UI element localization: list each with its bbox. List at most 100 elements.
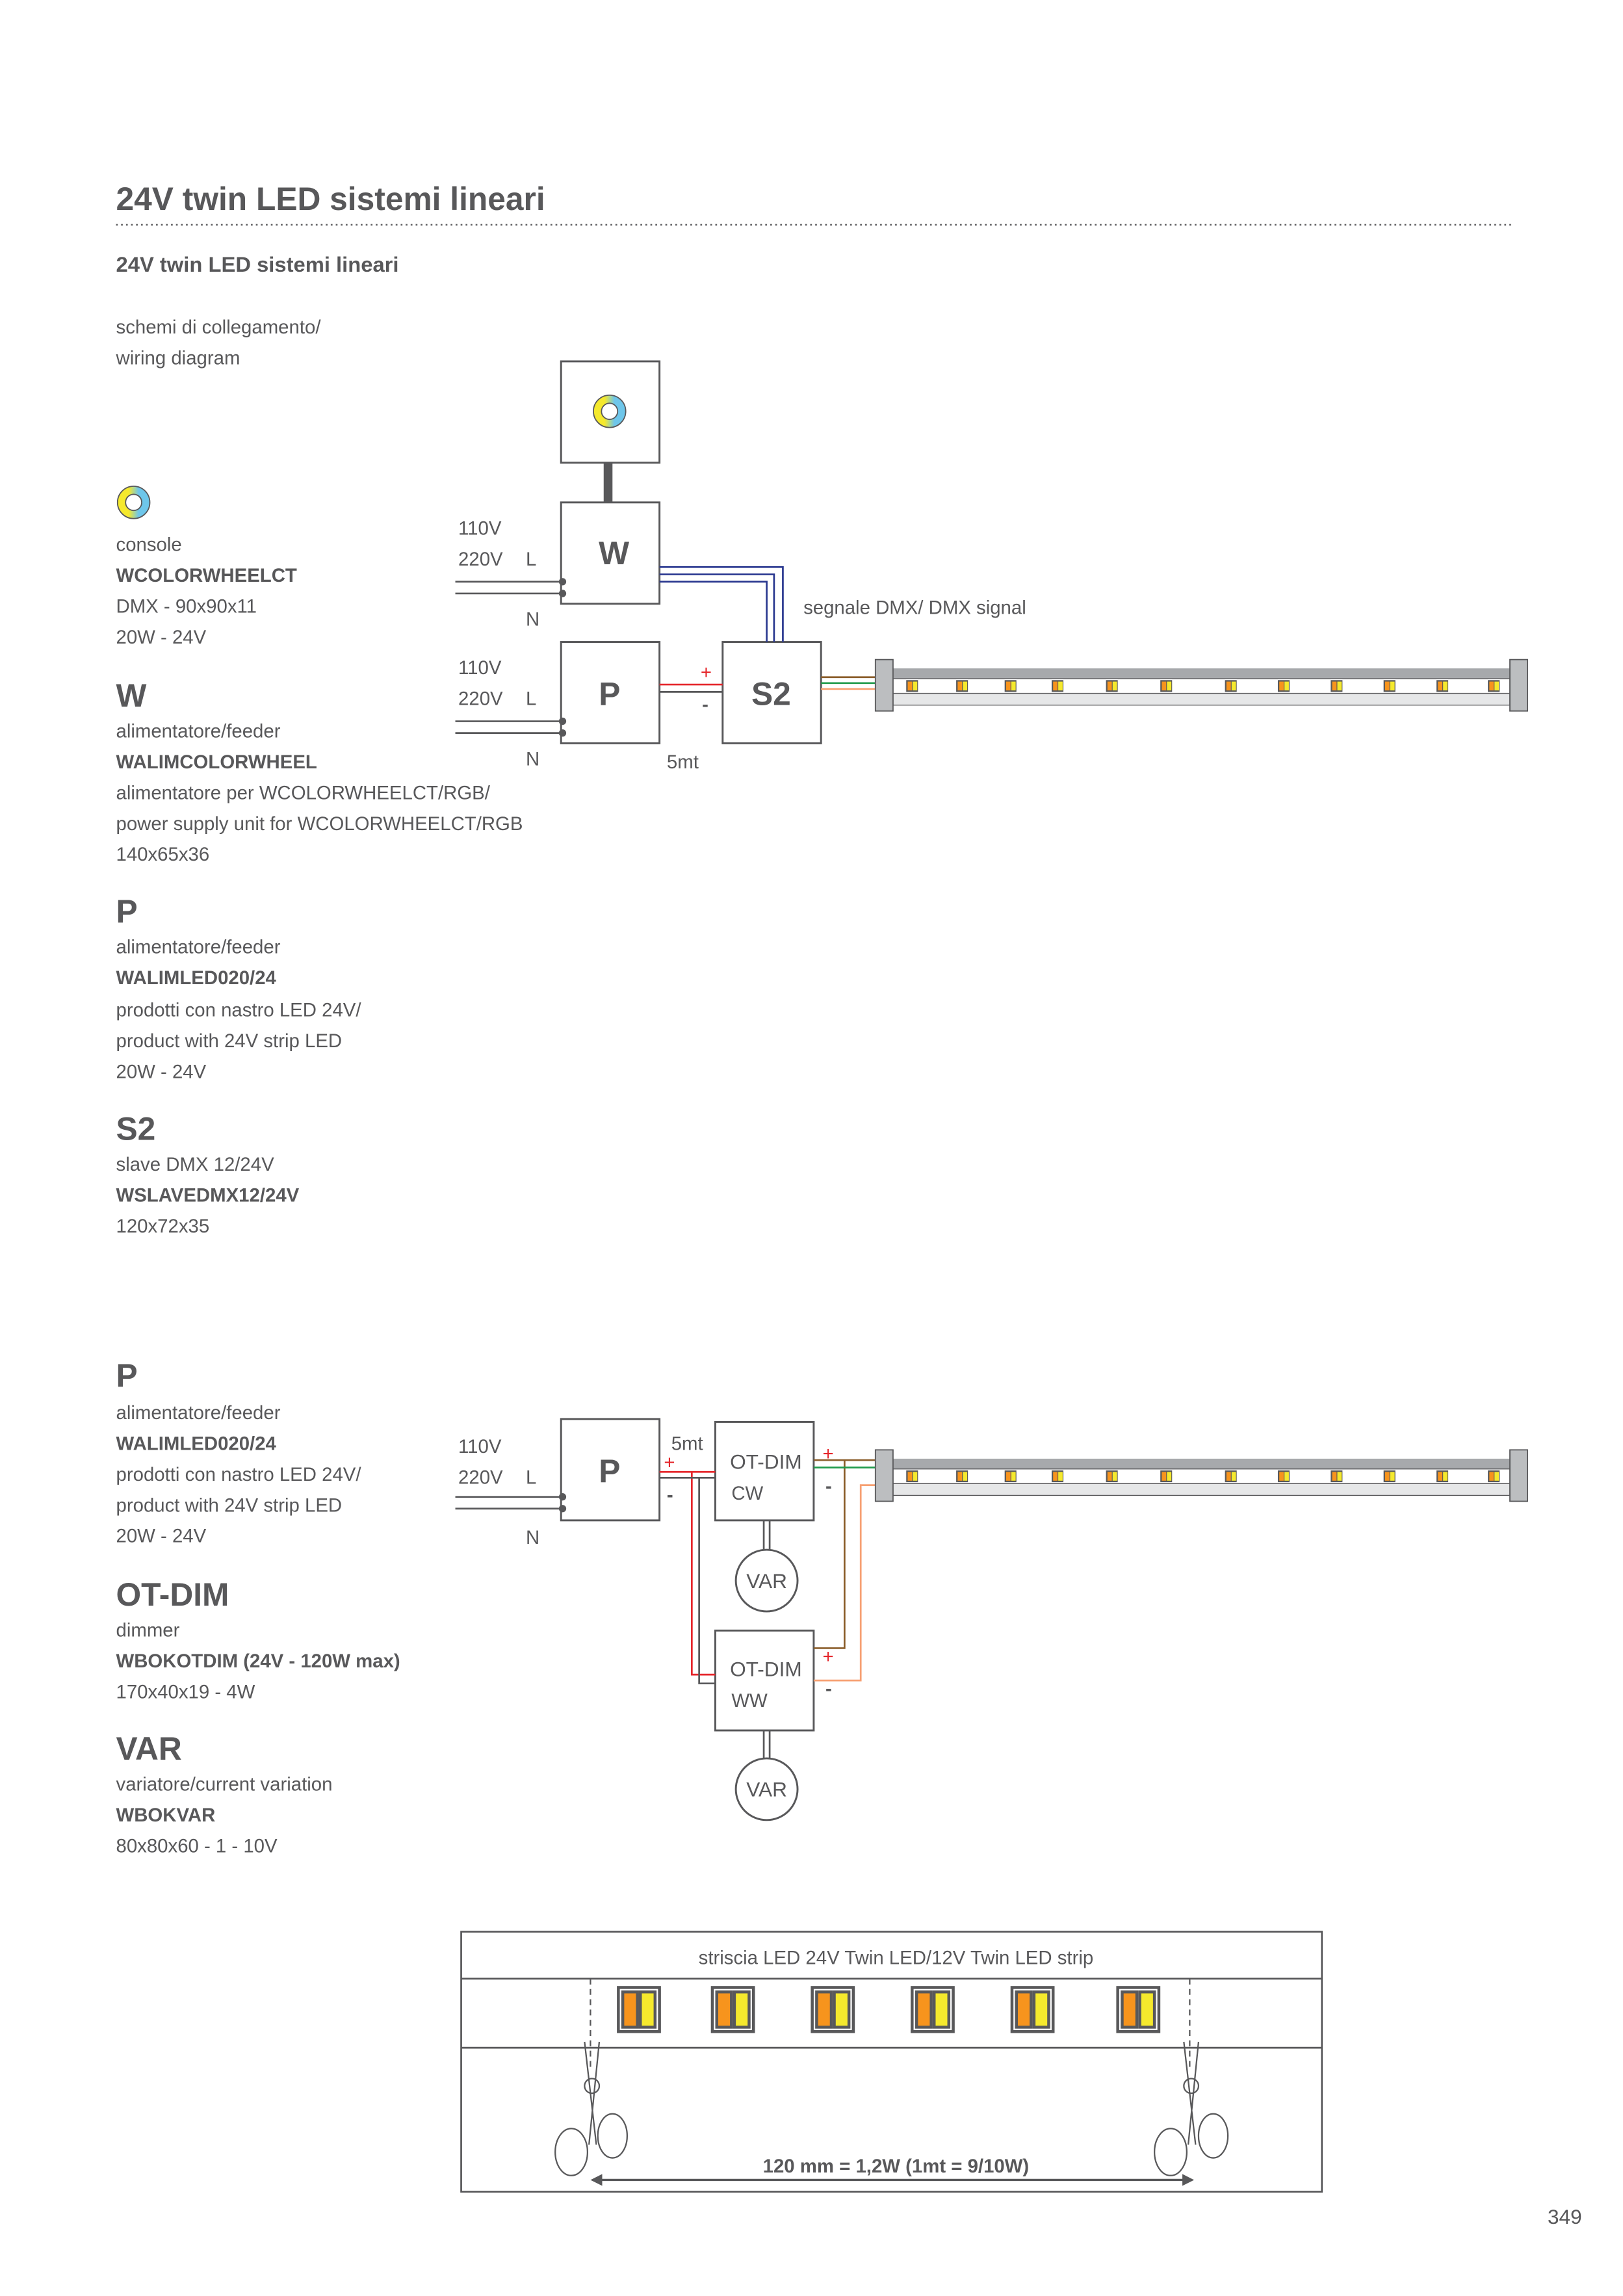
colorwheel-icon [593,394,627,428]
svg-text:power supply unit for WCOLORWH: power supply unit for WCOLORWHEELCT/RGB [116,813,523,835]
svg-text:slave DMX 12/24V: slave DMX 12/24V [116,1154,275,1175]
strip-top-bar [892,668,1511,679]
svg-text:20W - 24V: 20W - 24V [116,627,207,648]
colorwheel-icon [116,486,151,519]
svg-text:+: + [822,1443,833,1465]
svg-text:WBOKOTDIM (24V - 120W max): WBOKOTDIM (24V - 120W max) [116,1650,400,1672]
svg-text:alimentatore/feeder: alimentatore/feeder [116,720,281,742]
svg-text:console: console [116,534,182,555]
strip-end-cap [874,1449,894,1502]
svg-text:P: P [599,1453,620,1489]
legend2-p: P alimentatore/feeder WALIMLED020/24 pro… [116,1357,362,1547]
svg-text:OT-DIM: OT-DIM [730,1450,802,1474]
var-cw [734,1548,799,1613]
svg-text:110V: 110V [458,657,502,679]
svg-text:OT-DIM: OT-DIM [116,1576,229,1613]
svg-text:product with 24V strip LED: product with 24V strip LED [116,1494,343,1516]
svg-text:110V: 110V [458,1436,502,1457]
dmx-wires [659,566,784,642]
legend-w: W alimentatore/feeder WALIMCOLORWHEEL al… [116,677,523,865]
otdim-ww-box [714,1629,815,1732]
svg-text:140x65x36: 140x65x36 [116,844,210,865]
svg-text:WSLAVEDMX12/24V: WSLAVEDMX12/24V [116,1184,300,1206]
svg-text:P: P [116,1357,138,1394]
svg-text:VAR: VAR [746,1778,787,1801]
svg-text:WALIMLED020/24: WALIMLED020/24 [116,1433,277,1454]
svg-text:product with 24V strip LED: product with 24V strip LED [116,1030,343,1052]
svg-text:+: + [664,1452,675,1474]
svg-text:P: P [599,676,620,712]
strip-led-row [892,678,1511,694]
svg-text:-: - [825,1476,832,1497]
strip-end-cap [1509,1449,1529,1502]
svg-text:segnale DMX/ DMX signal: segnale DMX/ DMX signal [803,597,1026,619]
strip-bottom-bar [892,1483,1511,1496]
w-box [560,501,661,605]
svg-text:WBOKVAR: WBOKVAR [116,1805,216,1826]
p-box [560,1418,661,1522]
svg-text:S2: S2 [751,676,791,712]
svg-text:+: + [822,1646,833,1667]
led-strip-1 [874,659,1529,712]
svg-text:VAR: VAR [116,1730,182,1767]
legend2-var: VAR variatore/current variation WBOKVAR … [116,1730,333,1857]
svg-text:-: - [825,1678,832,1700]
svg-text:alimentatore/feeder: alimentatore/feeder [116,937,281,958]
strip-title: striscia LED 24V Twin LED/12V Twin LED s… [699,1947,1094,1968]
led-strip-2 [874,1449,1529,1502]
strip-measure: 120 mm = 1,2W (1mt = 9/10W) [763,2156,1030,2177]
strip-top-bar [892,1458,1511,1469]
wiring-diagram-2: P 110V 220V L N 5mt + - OT-DIM CW OT-DIM… [455,1418,1529,1821]
svg-text:-: - [667,1484,673,1506]
legend2-otdim: OT-DIM dimmer WBOKOTDIM (24V - 120W max)… [116,1576,400,1702]
intro-line-2: wiring diagram [116,347,240,369]
svg-text:20W - 24V: 20W - 24V [116,1062,207,1083]
legend-p: P alimentatore/feeder WALIMLED020/24 pro… [116,893,362,1083]
svg-text:dimmer: dimmer [116,1619,180,1641]
svg-text:+: + [701,662,712,683]
svg-text:170x40x19 - 4W: 170x40x19 - 4W [116,1681,255,1702]
svg-text:P: P [116,893,138,930]
svg-text:WCOLORWHEELCT: WCOLORWHEELCT [116,565,297,586]
svg-text:WALIMCOLORWHEEL: WALIMCOLORWHEEL [116,751,317,773]
svg-text:120x72x35: 120x72x35 [116,1216,210,1237]
svg-text:80x80x60 - 1 - 10V: 80x80x60 - 1 - 10V [116,1836,278,1857]
svg-text:variatore/current variation: variatore/current variation [116,1774,333,1795]
strip-bottom-bar [892,692,1511,706]
page-number: 349 [1548,2205,1582,2228]
svg-text:5mt: 5mt [667,751,699,773]
svg-text:110V: 110V [458,518,502,540]
svg-text:prodotti con nastro LED 24V/: prodotti con nastro LED 24V/ [116,1464,362,1485]
svg-text:L: L [526,688,536,710]
console-connector [603,462,613,502]
svg-text:N: N [526,609,539,631]
svg-text:L: L [526,1467,536,1488]
svg-text:prodotti con nastro LED 24V/: prodotti con nastro LED 24V/ [116,1000,362,1021]
svg-text:L: L [526,549,536,570]
var-ww [734,1757,799,1821]
svg-text:20W - 24V: 20W - 24V [116,1526,207,1547]
svg-text:WALIMLED020/24: WALIMLED020/24 [116,967,277,989]
svg-text:N: N [526,748,539,770]
strip-detail: striscia LED 24V Twin LED/12V Twin LED s… [460,1931,1323,2193]
svg-text:OT-DIM: OT-DIM [730,1657,802,1680]
wiring-diagram-1: W P S2 110V 220V L N 110V 220V L N segna… [455,360,1529,773]
svg-text:alimentatore per WCOLORWHEELCT: alimentatore per WCOLORWHEELCT/RGB/ [116,782,491,803]
svg-text:W: W [599,535,629,571]
scissors-icon [554,2041,629,2176]
svg-text:5mt: 5mt [671,1433,703,1454]
strip-end-cap [1509,659,1529,712]
strip-led-row [892,1468,1511,1485]
s2-box [721,641,822,744]
svg-text:N: N [526,1527,539,1548]
svg-text:alimentatore/feeder: alimentatore/feeder [116,1402,281,1424]
svg-text:220V: 220V [458,688,503,710]
legend-console: console WCOLORWHEELCT DMX - 90x90x11 20W… [116,534,297,647]
svg-text:-: - [702,694,708,716]
svg-text:S2: S2 [116,1111,156,1147]
svg-text:DMX - 90x90x11: DMX - 90x90x11 [116,595,257,617]
section-subtitle: 24V twin LED sistemi lineari [116,252,399,276]
svg-text:W: W [116,677,147,714]
legend-s2: S2 slave DMX 12/24V WSLAVEDMX12/24V 120x… [116,1111,300,1237]
